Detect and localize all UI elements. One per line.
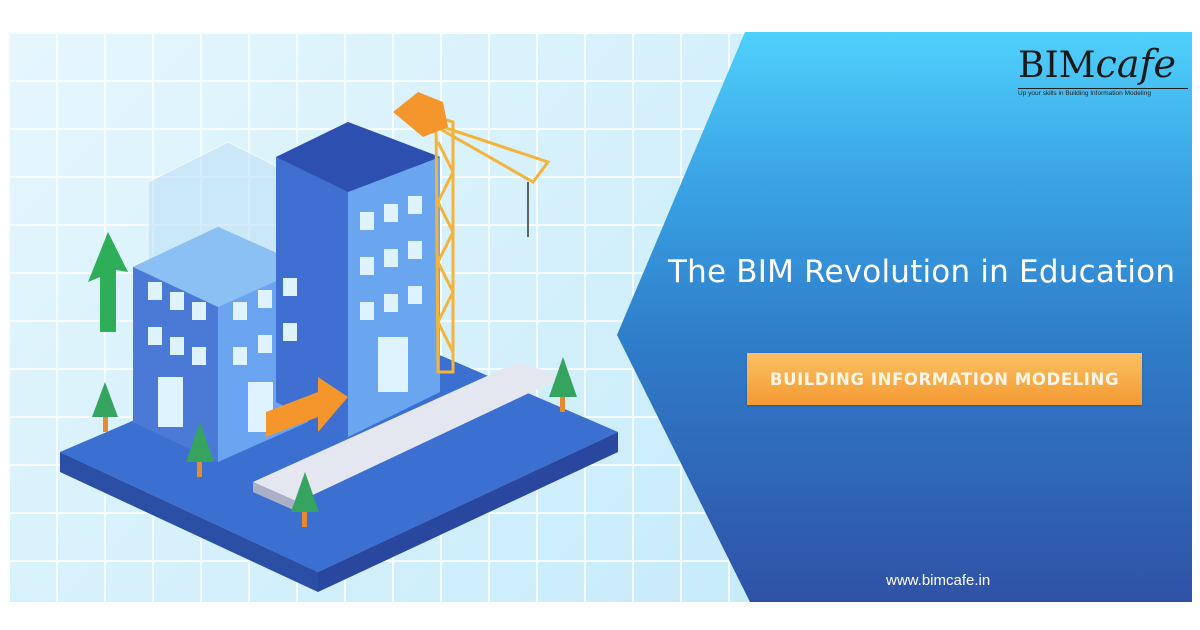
isometric-buildings-icon [60,92,618,592]
banner: BIMcafe Up your skills in Building Infor… [8,32,1192,602]
badge-label: BUILDING INFORMATION MODELING [747,353,1142,405]
logo-script-text: cafe [1095,42,1177,86]
headline: The BIM Revolution in Education [668,254,1176,290]
logo-tagline: Up your skills in Building Information M… [1018,88,1188,97]
website-link[interactable]: www.bimcafe.in [886,572,991,589]
bimcafe-logo: BIMcafe Up your skills in Building Infor… [1018,45,1188,106]
up-arrow-icon [88,232,128,332]
tree-icon [92,357,577,527]
blue-panel [617,32,1192,602]
road-icon [253,362,563,512]
right-arrow-icon [266,377,348,437]
crane-icon [427,114,551,374]
logo-main-text: BIM [1018,45,1096,86]
